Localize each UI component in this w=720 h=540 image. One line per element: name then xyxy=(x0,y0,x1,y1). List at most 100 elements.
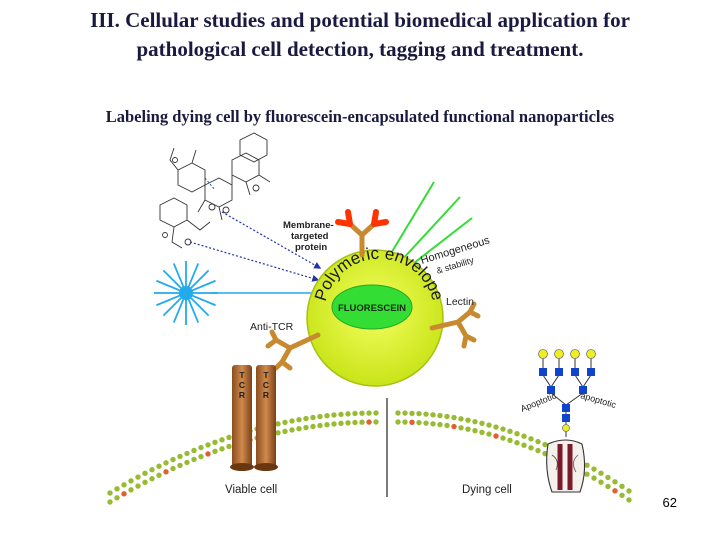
membrane-lipid xyxy=(345,411,351,417)
membrane-lipid xyxy=(507,437,513,444)
membrane-lipid xyxy=(521,433,527,439)
membrane-lipid xyxy=(416,419,422,426)
membrane-lipid xyxy=(338,420,344,427)
membrane-lipid xyxy=(451,423,457,430)
starburst-ray xyxy=(162,296,183,317)
membrane-lipid xyxy=(289,427,295,433)
molecule-arrow-upper xyxy=(221,211,322,269)
dying-cell-membrane xyxy=(395,410,632,503)
membrane-lipid xyxy=(212,439,218,446)
membrane-lipid xyxy=(107,490,113,496)
membrane-lipid xyxy=(135,474,141,480)
lectin-icon xyxy=(429,301,481,349)
membrane-lipid xyxy=(472,427,478,434)
membrane-lipid xyxy=(486,431,492,437)
membrane-lipid xyxy=(416,410,422,417)
starburst-ray xyxy=(172,263,185,288)
starburst-ray xyxy=(187,263,200,288)
membrane-lipid xyxy=(619,483,625,490)
membrane-lipid xyxy=(458,425,464,431)
membrane-lipid xyxy=(142,470,148,477)
tcr-left-r: R xyxy=(239,390,245,400)
membrane-lipid xyxy=(535,438,541,445)
membrane-lipid xyxy=(107,499,113,505)
fluorescein-core xyxy=(331,284,413,330)
membrane-lipid xyxy=(514,439,520,446)
membrane-lipid xyxy=(121,491,127,497)
membrane-lipid xyxy=(205,442,211,448)
membrane-lipid xyxy=(331,412,337,418)
light-rays-icon xyxy=(389,181,473,271)
membrane-lipid xyxy=(402,410,408,416)
fluorescein-label: FLUORESCEIN xyxy=(338,303,406,314)
membrane-lipid xyxy=(437,421,443,428)
membrane-lipid xyxy=(444,422,450,429)
membrane-lipid xyxy=(444,413,450,420)
membrane-lipid xyxy=(198,453,204,460)
glycan-tree-icon xyxy=(538,349,596,437)
tcr-receptor-left xyxy=(230,365,254,471)
membrane-lipid xyxy=(191,447,197,454)
membrane-lipid xyxy=(626,488,632,494)
membrane-protein-line-3: protein xyxy=(295,242,327,253)
membrane-lipid xyxy=(366,410,372,416)
membrane-lipid xyxy=(226,434,232,441)
membrane-lipid xyxy=(170,456,176,463)
membrane-lipid xyxy=(352,419,358,426)
membrane-lipid xyxy=(458,416,464,422)
starburst-ray xyxy=(189,296,210,317)
membrane-lipid xyxy=(303,424,309,431)
fluorescein-molecule-structure xyxy=(159,132,271,249)
membrane-lipid xyxy=(423,411,429,417)
membrane-lipid xyxy=(395,410,401,416)
membrane-lipid xyxy=(289,418,295,424)
membrane-lipid xyxy=(493,424,499,430)
starburst-ray xyxy=(156,294,181,307)
membrane-lipid xyxy=(114,486,120,492)
tcr-right-c: C xyxy=(263,380,269,390)
membrane-lipid xyxy=(584,462,590,468)
membrane-lipid xyxy=(317,422,323,429)
membrane-lipid xyxy=(514,430,520,437)
membrane-lipid xyxy=(149,467,155,473)
membrane-lipid xyxy=(395,419,401,425)
membrane-lipid xyxy=(626,497,632,503)
membrane-lipid xyxy=(507,428,513,435)
membrane-lipid xyxy=(177,462,183,469)
membrane-lipid xyxy=(612,479,618,485)
membrane-lipid xyxy=(598,479,604,485)
tcr-right-r: R xyxy=(263,390,269,400)
membrane-lipid xyxy=(430,421,436,427)
membrane-lipid xyxy=(409,410,415,416)
membrane-lipid xyxy=(205,451,211,457)
membrane-lipid xyxy=(156,472,162,478)
membrane-lipid xyxy=(472,418,478,425)
starburst-ray xyxy=(191,294,216,307)
fluorescence-starburst-icon xyxy=(154,261,218,325)
viable-cell-label: Viable cell xyxy=(225,484,277,496)
membrane-lipid xyxy=(114,495,120,501)
membrane-lipid xyxy=(296,417,302,423)
membrane-lipid xyxy=(591,466,597,472)
membrane-lipid xyxy=(338,411,344,418)
membrane-lipid xyxy=(591,475,597,481)
starburst-ray xyxy=(191,279,216,292)
tcr-right-t: T xyxy=(263,370,269,380)
tcr-left-t: T xyxy=(239,370,245,380)
membrane-lipid xyxy=(219,446,225,452)
membrane-lipid xyxy=(163,469,169,475)
membrane-lipid xyxy=(303,415,309,422)
membrane-lipid xyxy=(128,478,134,484)
membrane-lipid xyxy=(437,412,443,419)
membrane-lipid xyxy=(142,479,148,486)
tcr-receptor-right xyxy=(254,365,278,471)
membrane-lipid xyxy=(605,474,611,481)
starburst-center xyxy=(179,286,193,300)
membrane-lipid xyxy=(430,412,436,418)
membrane-lipid xyxy=(451,414,457,421)
apoptotic-label-right: apoptotic xyxy=(579,390,617,410)
lectin-label: Lectin xyxy=(446,296,474,308)
membrane-lipid xyxy=(423,420,429,426)
membrane-lipid xyxy=(493,433,499,439)
